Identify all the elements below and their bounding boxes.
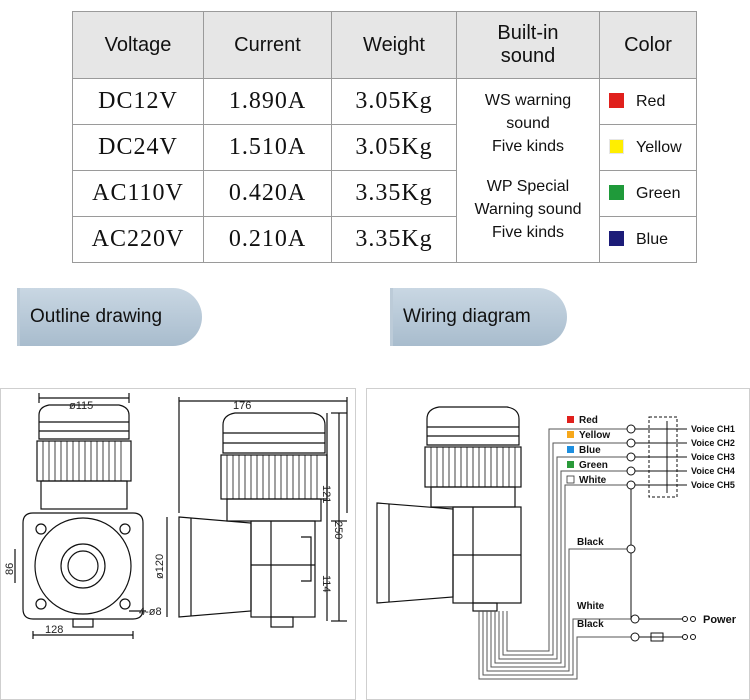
wire-label-yellow: Yellow: [579, 430, 610, 441]
table-row: DC12V 1.890A 3.05Kg WS warning sound Fiv…: [72, 78, 697, 171]
cell-color: Yellow: [599, 124, 697, 171]
color-label: Blue: [636, 230, 669, 248]
color-swatch-green: [609, 184, 624, 200]
wiring-diagram: Red Yellow Blue Green White Black White …: [366, 388, 750, 700]
dim-holes: 4-ø8: [139, 606, 162, 618]
dim-128: 128: [45, 624, 63, 636]
wiring-lamp-dome: [426, 406, 520, 446]
table-header-row: Voltage Current Weight Built-in sound Co…: [72, 11, 697, 79]
cell-color: Green: [599, 170, 697, 217]
table-row: AC220V 0.210A 3.35Kg Blue: [72, 216, 697, 263]
cell-weight: 3.05Kg: [331, 78, 457, 125]
dim-height-250: 250: [332, 521, 344, 539]
wire-label-black: Black: [577, 537, 604, 548]
sound-ws-line1: WS warning: [484, 92, 572, 109]
cell-current: 1.890A: [203, 78, 332, 125]
side-base: [226, 498, 322, 522]
cell-weight: 3.35Kg: [331, 216, 457, 263]
cell-weight: 3.35Kg: [331, 170, 457, 217]
cell-sound-ws: WS warning sound Five kinds: [456, 78, 600, 171]
cell-voltage: AC220V: [72, 216, 204, 263]
wire-label-red: Red: [579, 415, 598, 426]
dim-86: 86: [4, 563, 16, 575]
color-label: Red: [636, 92, 666, 110]
wire-swatch-red: [567, 416, 574, 423]
outline-drawing-heading: Outline drawing: [20, 288, 202, 346]
header-color: Color: [599, 11, 697, 79]
spec-table: Voltage Current Weight Built-in sound Co…: [72, 11, 697, 263]
sound-ws-line2: sound: [506, 115, 550, 132]
cell-current: 0.420A: [203, 170, 332, 217]
front-lamp-dome: [38, 404, 130, 440]
wire-swatch-yellow: [567, 431, 574, 438]
sound-ws-line3: Five kinds: [491, 138, 565, 155]
cell-voltage: DC24V: [72, 124, 204, 171]
channel-label: Voice CH2: [691, 438, 735, 448]
color-swatch-yellow: [609, 138, 624, 154]
front-base: [40, 480, 128, 510]
header-sound-line2: sound: [500, 45, 556, 67]
wire-bundle: [478, 428, 633, 680]
wiring-diagram-svg: Red Yellow Blue Green White Black White …: [376, 406, 737, 680]
cell-current: 0.210A: [203, 216, 332, 263]
switch-block: [630, 416, 696, 642]
wire-label-white: White: [579, 475, 607, 486]
header-current: Current: [203, 11, 332, 79]
power-label-black: Black: [577, 619, 604, 630]
cell-voltage: AC110V: [72, 170, 204, 217]
front-rib-band: [36, 440, 132, 482]
color-swatch-blue: [609, 230, 624, 246]
dim-height-114: 114: [320, 575, 332, 593]
sound-wp-line2: Warning sound: [474, 200, 582, 218]
cell-sound-wp: WP Special Warning sound Five kinds: [456, 170, 600, 263]
front-flange: [22, 512, 144, 620]
sound-wp-line1: WP Special: [486, 177, 570, 195]
front-body-circle: [34, 517, 132, 615]
cell-weight: 3.05Kg: [331, 124, 457, 171]
cell-current: 1.510A: [203, 124, 332, 171]
dim-diameter-115: ø115: [69, 400, 93, 412]
color-label: Yellow: [636, 138, 682, 156]
power-label: Power: [703, 614, 737, 626]
color-label: Green: [636, 184, 681, 202]
header-sound: Built-in sound: [456, 11, 600, 79]
cell-color: Red: [599, 78, 697, 125]
channel-label: Voice CH1: [691, 424, 735, 434]
wire-swatch-green: [567, 461, 574, 468]
dim-diameter-120: ø120: [154, 554, 166, 579]
wire-swatch-white: [566, 475, 575, 484]
header-voltage: Voltage: [72, 11, 204, 79]
color-swatch-red: [609, 92, 624, 108]
channel-label: Voice CH5: [691, 480, 735, 490]
side-siren-box: [250, 520, 316, 618]
dim-length-176: 176: [233, 400, 251, 412]
wiring-diagram-heading: Wiring diagram: [393, 288, 567, 346]
cell-voltage: DC12V: [72, 78, 204, 125]
wire-swatch-blue: [567, 446, 574, 453]
dim-height-121: 121: [320, 485, 332, 503]
outline-drawing: ø115 176 121 250 114 ø120 86 128 4-ø8: [0, 388, 356, 700]
wiring-horn: [376, 502, 454, 604]
power-label-white: White: [577, 601, 605, 612]
outline-drawing-svg: ø115 176 121 250 114 ø120 86 128 4-ø8: [4, 393, 348, 639]
table-row: DC24V 1.510A 3.05Kg Yellow: [72, 124, 697, 171]
side-lamp-dome: [222, 412, 326, 454]
header-weight: Weight: [331, 11, 457, 79]
sound-wp-line3: Five kinds: [491, 223, 565, 241]
channel-label: Voice CH3: [691, 452, 735, 462]
cell-color: Blue: [599, 216, 697, 263]
side-horn: [178, 516, 252, 618]
wire-label-green: Green: [579, 460, 608, 471]
table-row: AC110V 0.420A 3.35Kg WP Special Warning …: [72, 170, 697, 263]
wire-label-blue: Blue: [579, 445, 601, 456]
header-sound-line1: Built-in: [497, 22, 559, 44]
channel-label: Voice CH4: [691, 466, 735, 476]
